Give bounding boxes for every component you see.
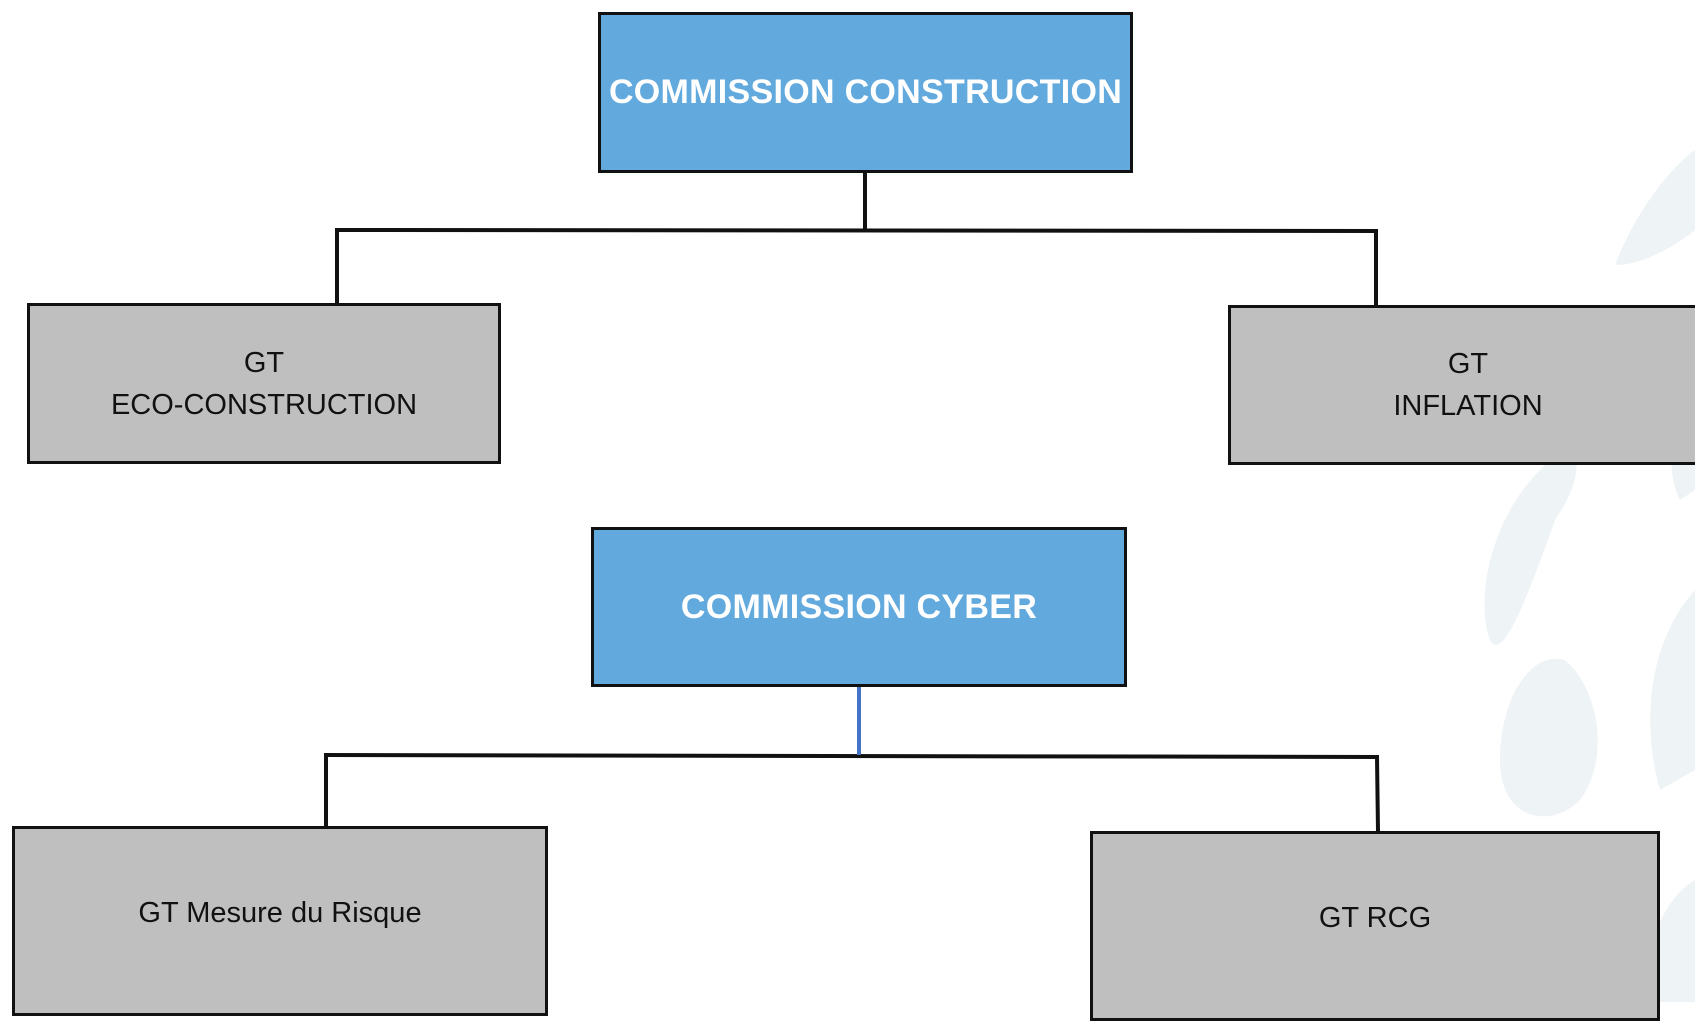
leaf-shape bbox=[1500, 658, 1598, 817]
gt-inflation-box: GT INFLATION bbox=[1228, 305, 1695, 465]
commission-cyber-title: COMMISSION CYBER bbox=[680, 587, 1038, 626]
gt-eco-construction-box: GT ECO-CONSTRUCTION bbox=[27, 303, 501, 464]
commission-construction-box: COMMISSION CONSTRUCTION bbox=[598, 12, 1133, 173]
gt-eco-construction-line1: GT bbox=[243, 346, 285, 379]
cyber-branch-line bbox=[323, 752, 1380, 760]
leaf-shape bbox=[1650, 590, 1695, 790]
commission-cyber-box: COMMISSION CYBER bbox=[591, 527, 1127, 687]
gt-inflation-line2: INFLATION bbox=[1393, 390, 1543, 422]
leaf-shape bbox=[1484, 453, 1577, 645]
commission-construction-title: COMMISSION CONSTRUCTION bbox=[608, 73, 1123, 111]
construction-branch-line bbox=[334, 227, 1379, 234]
gt-rcg-box: GT RCG bbox=[1090, 831, 1660, 1021]
gt-eco-construction-line2: ECO-CONSTRUCTION bbox=[110, 388, 418, 421]
cyber-right-drop-line bbox=[1374, 754, 1381, 834]
gt-mesure-du-risque-box: GT Mesure du Risque bbox=[12, 826, 548, 1016]
gt-rcg-label: GT RCG bbox=[1318, 902, 1432, 934]
gt-inflation-line1: GT bbox=[1447, 348, 1489, 380]
leaf-shape bbox=[1615, 150, 1695, 265]
gt-mesure-du-risque-label: GT Mesure du Risque bbox=[138, 897, 422, 929]
